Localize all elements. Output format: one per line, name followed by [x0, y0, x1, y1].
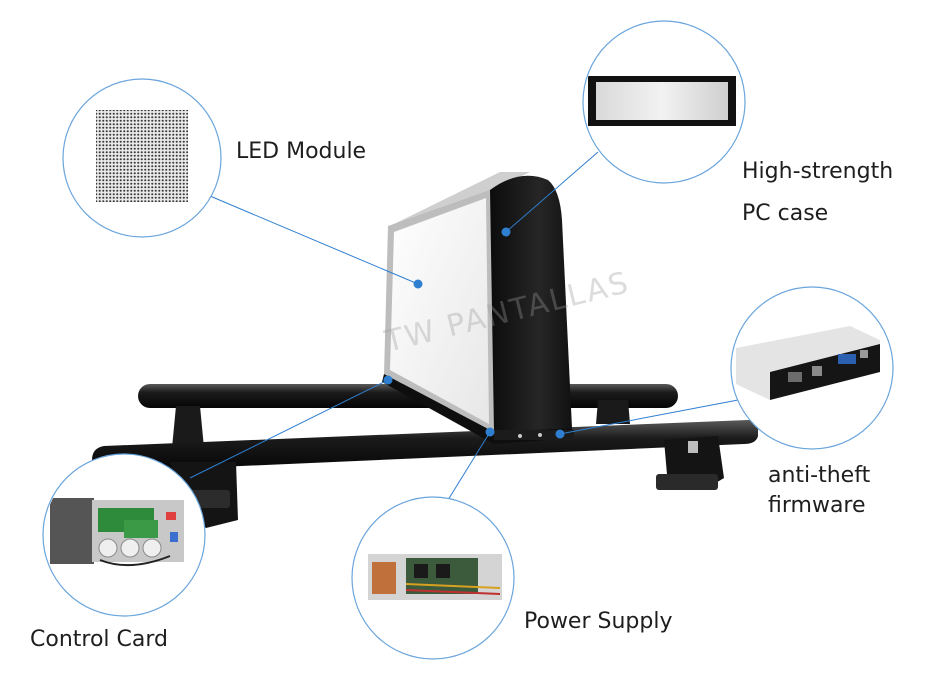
leader-power-supply: [447, 431, 491, 501]
pc-case-side: [490, 175, 572, 432]
label-antitheft-line1: anti-theft: [768, 463, 871, 488]
leader-lines: [189, 151, 739, 501]
label-power-supply: Power Supply: [524, 609, 673, 634]
dot-pc-case: [501, 227, 511, 237]
front-crossbar: [92, 420, 759, 472]
label-control-card: Control Card: [30, 627, 168, 652]
callout-anti-theft: [730, 286, 894, 450]
dot-control-card: [383, 375, 393, 385]
rear-left-foot: [172, 406, 204, 448]
control-card-image: [50, 498, 94, 564]
leader-anti-theft: [559, 399, 739, 435]
leader-control-card: [189, 379, 389, 479]
dot-anti-theft: [555, 429, 565, 439]
label-antitheft-line2: firmware: [768, 493, 866, 518]
callout-led-module: [62, 78, 222, 238]
label-pc-case-line2: PC case: [742, 201, 829, 226]
led-display-panel: [390, 198, 489, 424]
label-pc-case-line1: High-strength: [742, 159, 894, 184]
callout-control-card: [42, 453, 206, 617]
led-matrix-image: [96, 110, 188, 202]
callout-pc-case: [582, 20, 746, 184]
rear-right-foot: [596, 400, 630, 424]
leader-pc-case: [505, 151, 599, 233]
taxi-sign-body: [382, 172, 574, 444]
callout-power-supply: [351, 496, 515, 660]
label-led-module: LED Module: [236, 139, 367, 164]
leader-led-module: [209, 195, 419, 285]
leader-dots: [383, 227, 565, 439]
dot-power-supply: [485, 427, 495, 437]
dot-led-module: [413, 279, 423, 289]
